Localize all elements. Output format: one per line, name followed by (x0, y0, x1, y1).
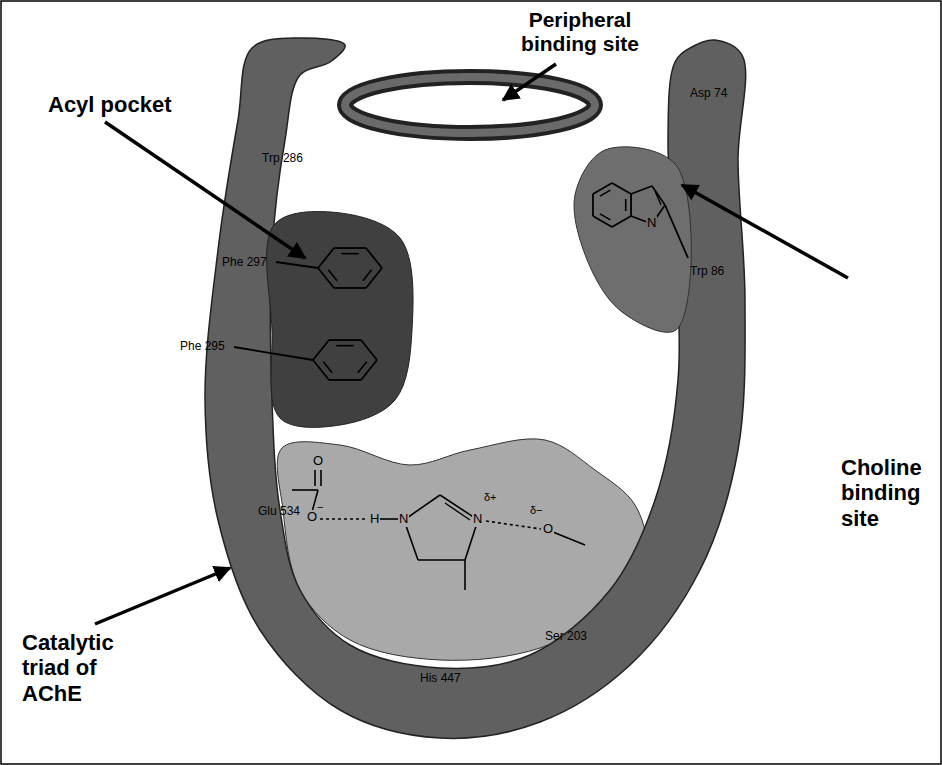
atom-label: H (369, 512, 380, 527)
chemical-bond (329, 379, 361, 381)
residue-label: Asp 74 (690, 87, 727, 101)
chemical-bond (361, 360, 377, 380)
chemical-bond (276, 262, 318, 268)
peripheral-ring (345, 77, 595, 133)
chemical-bond (234, 347, 313, 360)
site-label: Choline binding site (841, 455, 936, 531)
chemical-bond (314, 470, 316, 486)
atom-label: N (646, 216, 657, 231)
chemical-bond (655, 191, 661, 205)
chemical-bond (464, 560, 466, 590)
hydrogen-bond (486, 521, 541, 529)
charge-label: δ+ (484, 491, 497, 504)
chemical-bond (334, 287, 366, 289)
site-label: Acyl pocket (48, 92, 172, 117)
atom-label: O (542, 522, 554, 537)
chemical-bond (380, 518, 398, 520)
chemical-bond (313, 340, 329, 360)
chemical-bond (318, 248, 334, 268)
chemical-bond (341, 253, 359, 255)
charge-label: − (317, 501, 323, 514)
chemical-bond (318, 268, 334, 288)
chemical-bond (600, 190, 610, 196)
charge-label: δ− (530, 504, 543, 517)
residue-label: Glu 534 (258, 505, 300, 519)
atom-label: O (312, 454, 324, 469)
chemical-bond (445, 503, 470, 520)
chemical-bond (336, 345, 354, 347)
chemical-bond (363, 270, 372, 281)
chemical-bond (328, 270, 337, 281)
chemical-bond (334, 247, 366, 249)
atom-label: N (472, 512, 483, 527)
leader-arrow (503, 64, 556, 100)
chemical-bond (630, 194, 632, 216)
site-label: Peripheral binding site (505, 8, 655, 56)
chemical-bond (600, 214, 610, 220)
chemical-bond (292, 489, 318, 491)
chemical-bond (625, 199, 627, 211)
leader-arrow (95, 568, 230, 624)
chemical-bond (361, 340, 377, 360)
chemical-bond (592, 194, 594, 216)
choline-site-region (574, 147, 691, 332)
residue-label: Trp 86 (690, 265, 724, 279)
chemical-bond (320, 470, 322, 486)
chemical-bond (652, 186, 665, 205)
chemical-bond (329, 339, 361, 341)
acyl-pocket-region (267, 212, 413, 428)
residue-label: His 447 (420, 672, 461, 686)
peripheral-ring (345, 77, 595, 133)
atom-label: O (306, 510, 318, 525)
chemical-bond (313, 360, 329, 380)
chemical-bond (366, 248, 382, 268)
chemical-bond (593, 183, 612, 194)
chemical-bond (665, 205, 688, 258)
chemical-bond (323, 362, 332, 373)
residue-label: Phe 297 (222, 256, 267, 270)
chemical-bond (366, 268, 382, 288)
residue-label: Trp 286 (262, 152, 303, 166)
chemical-bond (418, 559, 465, 561)
chemical-bond (404, 495, 440, 520)
chemical-bond (593, 216, 612, 227)
leader-arrow (682, 185, 848, 278)
chemical-bond (612, 216, 631, 227)
chemical-bond (631, 186, 652, 194)
residue-label: Ser 203 (545, 630, 587, 644)
chemical-bond (612, 183, 631, 194)
site-label: Catalytic triad of AChE (22, 630, 132, 706)
chemical-bond (358, 362, 367, 373)
residue-label: Phe 295 (180, 340, 225, 354)
atom-label: N (398, 512, 409, 527)
hydrogen-bond (320, 518, 368, 520)
gorge-wall (205, 38, 746, 738)
leader-arrow (105, 122, 305, 258)
